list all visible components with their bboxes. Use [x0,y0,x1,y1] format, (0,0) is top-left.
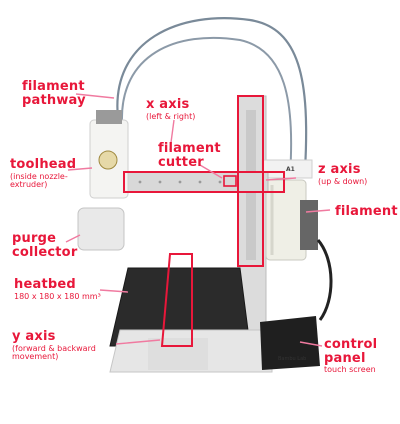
label-filament-text: filament [335,204,398,219]
toolhead-top [96,110,122,124]
label-x-axis-sub: (left & right) [146,111,196,121]
label-control-panel-text: control panel [324,337,378,366]
x-axis-screws [138,180,222,184]
x-axis-highlight [123,171,285,193]
holder-cable [316,239,333,321]
label-heatbed: heatbed 180 x 180 x 180 mm³ [14,278,101,301]
label-filament-cutter: filament cutter [158,142,221,169]
label-filament-cutter-text: filament cutter [158,141,221,170]
control-panel-screen [260,316,320,370]
filament-tube-outer [116,17,308,171]
label-filament-pathway-text: filament pathway [22,79,86,108]
label-toolhead: toolhead (inside nozzle- extruder) [10,158,76,189]
label-filament: filament [335,205,398,219]
filament-cutter-highlight [223,175,237,187]
leader-lines [65,93,331,347]
label-purge-collector: purge collector [12,232,77,259]
label-filament-pathway: filament pathway [22,80,86,107]
panel-brand-text: Bambu Lab [278,356,307,362]
toolhead-fan [98,150,118,170]
purge-collector-body [77,207,125,251]
label-heatbed-text: heatbed [14,277,76,292]
z-axis-highlight [237,95,264,267]
label-toolhead-sub: (inside nozzle- extruder) [10,171,68,190]
label-y-axis-text: y axis [12,329,56,344]
label-purge-collector-text: purge collector [12,231,78,260]
label-z-axis-sub: (up & down) [318,176,368,186]
label-z-axis-text: z axis [318,162,361,177]
label-x-axis: x axis (left & right) [146,98,195,121]
label-control-panel-sub: touch screen [324,365,376,375]
label-y-axis: y axis (forward & backward movement) [12,330,96,361]
y-axis-highlight [160,253,193,347]
label-toolhead-text: toolhead [10,157,77,172]
label-x-axis-text: x axis [146,97,190,112]
label-z-axis: z axis (up & down) [318,163,367,186]
base-foot-left [148,338,208,370]
head-model-mark: A1 [286,166,295,173]
label-heatbed-sub: 180 x 180 x 180 mm³ [14,291,101,301]
label-control-panel: control panel touch screen [324,338,377,375]
label-y-axis-sub: (forward & backward movement) [12,343,96,362]
spool-holder [300,200,318,250]
filament-tube-inner [120,36,293,176]
